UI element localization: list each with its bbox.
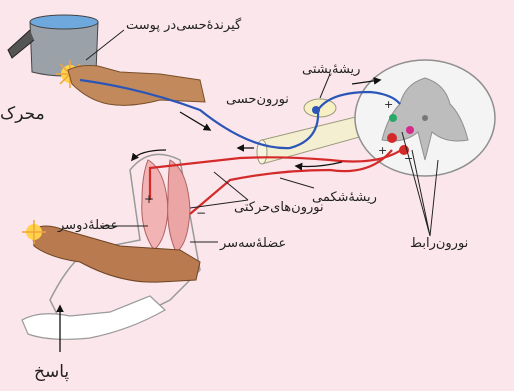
sign-plus-biceps: + <box>144 192 154 206</box>
sign-minus-triceps: − <box>196 206 206 220</box>
relaxed-hand-outline <box>22 296 165 339</box>
label-stimulus: محرک <box>0 104 45 124</box>
sign-plus-cord-2: + <box>378 144 387 157</box>
stimulus-hand <box>68 66 205 106</box>
label-skin-receptor: گیرندهٔ‌حسی‌در پوست <box>126 18 241 33</box>
label-response: پاسخ <box>34 362 69 382</box>
label-motor-neurons: نورون‌های‌حرکتی <box>234 200 324 215</box>
triceps-muscle <box>168 160 190 252</box>
label-biceps: عضلهٔ‌دوسر <box>58 218 118 233</box>
sign-minus-cord: − <box>404 152 413 165</box>
sign-plus-cord: + <box>384 98 393 111</box>
label-dorsal-root: ریشهٔ‌پشتی <box>302 62 360 77</box>
label-sensory-neuron: نورون‌حسی <box>226 92 289 107</box>
label-triceps: عضلهٔ‌سه‌سر <box>220 236 286 251</box>
label-ventral-root: ریشهٔ‌شکمی <box>312 190 377 205</box>
label-interneuron: نورون‌رابط <box>410 236 468 251</box>
